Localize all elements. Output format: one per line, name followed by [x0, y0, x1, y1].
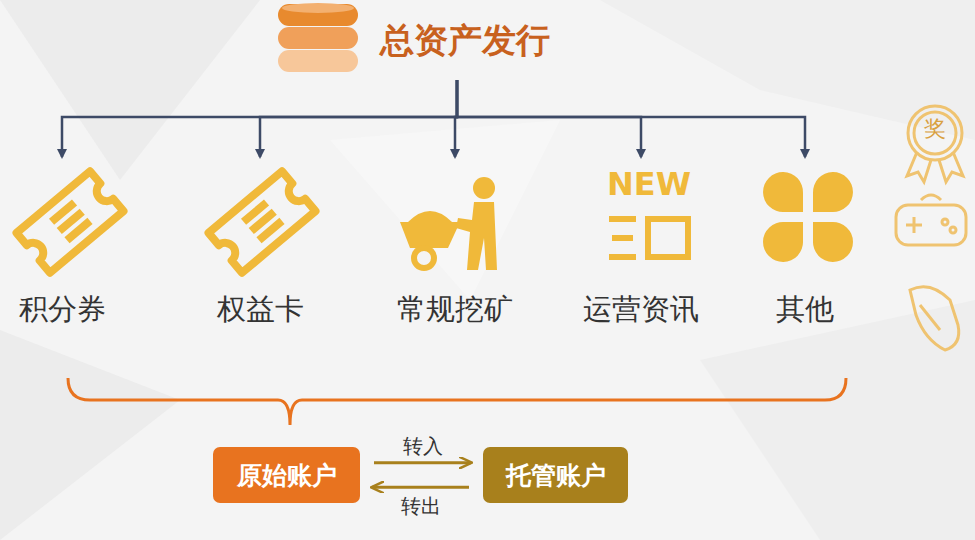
title-node: 总资产发行 — [275, 0, 615, 80]
category-node: 积分券 — [0, 165, 132, 327]
database-icon — [278, 3, 358, 72]
miner-icon — [400, 177, 497, 270]
title-text: 总资产发行 — [380, 18, 550, 64]
ticket-icon — [17, 171, 124, 273]
category-node: 权益卡 — [190, 165, 330, 327]
tree-connector — [260, 80, 457, 157]
medal-text: 奖 — [924, 118, 946, 140]
news-icon — [609, 219, 688, 257]
category-label: 积分券 — [19, 292, 106, 327]
group-bracket — [68, 378, 846, 425]
transfer-arrow — [372, 486, 469, 489]
account-box: 托管账户 — [483, 447, 628, 503]
category-label: 常规挖矿 — [397, 292, 513, 327]
category-node: 常规挖矿 — [385, 165, 525, 327]
account-label: 托管账户 — [506, 459, 606, 492]
edge-label: 转出 — [401, 495, 441, 517]
edge-label: 转入 — [403, 435, 443, 457]
tree-connector — [62, 80, 457, 157]
tree-connector — [457, 80, 805, 157]
category-label: 运营资讯 — [583, 292, 699, 327]
tree-connector — [457, 80, 641, 157]
icon-text: NEW — [607, 168, 691, 200]
category-label: 权益卡 — [217, 292, 304, 327]
transfer-arrow — [374, 461, 471, 464]
account-label: 原始账户 — [237, 459, 337, 492]
category-node: 其他 — [735, 165, 875, 327]
account-box: 原始账户 — [213, 447, 360, 503]
card-icon — [209, 171, 316, 273]
clover-icon — [763, 172, 853, 262]
category-label: 其他 — [776, 292, 834, 327]
side-icons — [896, 106, 966, 350]
